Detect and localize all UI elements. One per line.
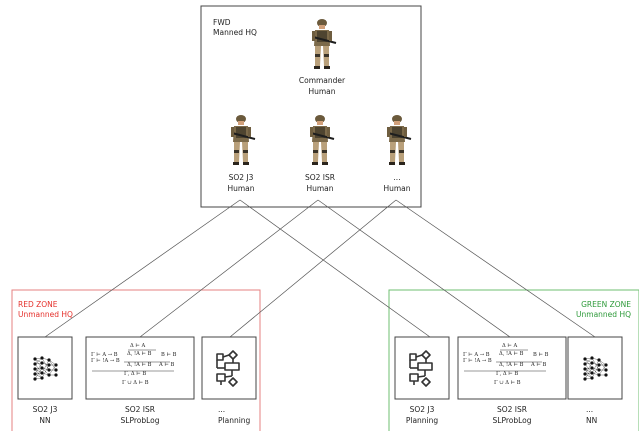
commander-soldier-icon (311, 18, 337, 70)
hq-title-line2: Manned HQ (213, 28, 257, 37)
commander-type: Human (308, 87, 336, 96)
agent-role: ... (586, 405, 594, 414)
connection-line (395, 199, 596, 338)
green-agent-box-slproblog (457, 336, 567, 400)
connection-line (139, 199, 319, 338)
agent-type: NN (39, 416, 51, 425)
proof-text: Γ ⊢ A → B (91, 352, 118, 358)
proof-text: Δ ⊢ A (130, 343, 146, 349)
staff-role: ... (393, 173, 401, 182)
agent-type: SLProbLog (120, 416, 160, 425)
proof-text: B ⊢ B (533, 352, 549, 358)
green-zone-box (388, 289, 639, 431)
agent-type: Planning (405, 416, 439, 425)
green-agent-box-planning (394, 336, 450, 400)
red-agent-box-nn (17, 336, 73, 400)
proof-text: Γ ∪ Δ ⊢ B (494, 380, 521, 386)
connection-lines (44, 199, 596, 338)
proof-text: A ⊢ B (531, 362, 547, 368)
proof-text: Δ, !A ⊢ B (127, 362, 152, 368)
agent-role: SO2 J3 (32, 405, 58, 414)
commander-role: Commander (298, 76, 346, 85)
proof-text: Γ ⊢ A → B (463, 352, 490, 358)
hq-title-line1: FWD (213, 18, 231, 27)
staff-type: Human (383, 184, 411, 193)
agent-role: SO2 ISR (124, 405, 156, 414)
agent-role: SO2 J3 (409, 405, 435, 414)
so2-j3-soldier-icon (230, 114, 256, 166)
green-agent-box-nn (567, 336, 623, 400)
staff-type: Human (227, 184, 255, 193)
agent-role: ... (218, 405, 226, 414)
so2-isr-soldier-icon (309, 114, 335, 166)
red-agent-box-slproblog (85, 336, 195, 400)
green-zone-title: GREEN ZONE (581, 300, 631, 309)
red-agent-box-planning (201, 336, 257, 400)
staff-type: Human (306, 184, 334, 193)
connection-line (239, 199, 431, 338)
proof-text: A ⊢ B (159, 362, 175, 368)
agent-type: SLProbLog (492, 416, 532, 425)
proof-text: Γ ⊢ !A → B (91, 358, 120, 364)
red-zone-box (11, 289, 261, 431)
staff-role: SO2 J3 (228, 173, 254, 182)
green-zone-subtitle: Unmanned HQ (576, 310, 631, 319)
proof-text: Δ, !A ⊢ B (499, 351, 524, 357)
proof-text: Γ, Δ ⊢ B (496, 371, 519, 377)
agent-type: NN (586, 416, 598, 425)
proof-text: Γ ⊢ !A → B (463, 358, 492, 364)
proof-text: Δ ⊢ A (502, 343, 518, 349)
manned-hq-box (200, 5, 422, 208)
agent-type: Planning (218, 416, 251, 425)
agent-role: SO2 ISR (496, 405, 528, 414)
staff-role: SO2 ISR (304, 173, 336, 182)
proof-text: Γ ∪ Δ ⊢ B (122, 380, 149, 386)
proof-text: B ⊢ B (161, 352, 177, 358)
proof-rule-lines (92, 349, 546, 372)
ellipsis-soldier-icon (386, 114, 412, 166)
red-zone-title: RED ZONE (18, 300, 58, 309)
connection-line (44, 199, 241, 338)
connection-line (317, 199, 511, 338)
red-zone-subtitle: Unmanned HQ (18, 310, 73, 319)
proof-text: Δ, !A ⊢ B (499, 362, 524, 368)
connection-line (229, 199, 397, 338)
proof-text: Δ, !A ⊢ B (127, 351, 152, 357)
proof-text: Γ, Δ ⊢ B (124, 371, 147, 377)
